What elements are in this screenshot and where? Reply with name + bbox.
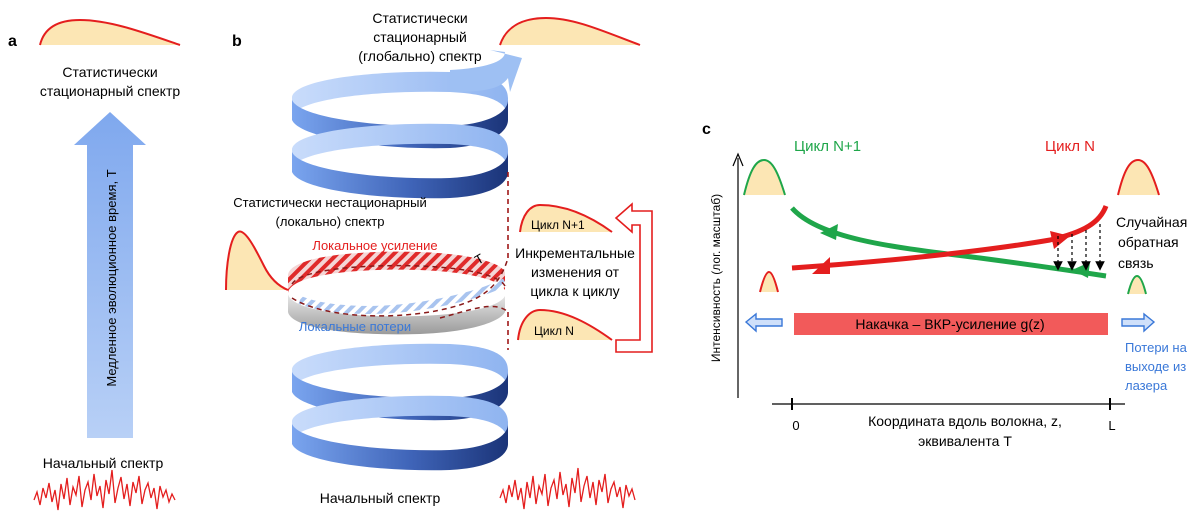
cycle-n1-label-c: Цикл N+1 <box>794 138 861 155</box>
slow-time-label: Медленное эволюционное время, T <box>104 169 119 386</box>
panel-c: c Интенсивность (лог. масштаб) 0 L Коорд… <box>702 121 1188 449</box>
global-spectrum-icon <box>500 18 640 45</box>
x-tick-L: L <box>1108 418 1115 433</box>
panel-c-letter: c <box>702 121 711 138</box>
cycle-n-label-b: Цикл N <box>534 324 574 338</box>
stationary-spectrum-label-1: Статистически <box>62 64 157 80</box>
stationary-spectrum-icon <box>40 20 180 45</box>
x-tick-0: 0 <box>792 418 799 433</box>
panel-b-letter: b <box>232 33 242 50</box>
x-axis-label-1: Координата вдоль волокна, z, <box>868 413 1062 429</box>
loss-label-1: Потери на <box>1125 340 1188 355</box>
initial-noise-spectrum-b <box>499 467 636 510</box>
incremental-label-2: изменения от <box>531 264 620 280</box>
local-spectrum-label-2: (локально) спектр <box>276 214 385 229</box>
panel-a-letter: a <box>8 33 17 50</box>
cycle-return-arrow <box>614 202 653 353</box>
red-power-curve <box>791 205 1109 271</box>
random-feedback-label-3: связь <box>1118 255 1154 271</box>
pump-label: Накачка – ВКР-усиление g(z) <box>855 316 1044 332</box>
loss-label-3: лазера <box>1125 378 1168 393</box>
cycle-n1-label-b: Цикл N+1 <box>531 218 585 232</box>
upper-helix-arrowhead <box>450 50 522 92</box>
upper-helix <box>292 50 522 199</box>
green-power-curve <box>790 206 1107 279</box>
lower-helix <box>292 343 508 471</box>
y-axis-label: Интенсивность (лог. масштаб) <box>709 194 723 362</box>
global-spectrum-label-1: Статистически <box>372 10 467 26</box>
global-spectrum-label-2: стационарный <box>373 29 467 45</box>
local-cycle-ring <box>288 251 509 335</box>
initial-spectrum-label-a: Начальный спектр <box>43 455 164 471</box>
random-feedback-arrows <box>1053 224 1105 271</box>
cycle-n1-spectrum-icon <box>520 205 612 232</box>
local-gain-label: Локальное усиление <box>312 238 437 253</box>
local-spectrum-icon <box>226 231 288 290</box>
incremental-label-1: Инкрементальные <box>515 245 635 261</box>
local-loss-label: Локальные потери <box>299 319 411 334</box>
initial-noise-spectrum-a <box>33 469 176 511</box>
stationary-spectrum-label-2: стационарный спектр <box>40 83 181 99</box>
red-spectrum-small <box>760 272 778 292</box>
random-feedback-label-2: обратная <box>1118 234 1179 250</box>
cycle-n-spectrum-icon <box>518 310 612 340</box>
pump-bar <box>794 313 1108 335</box>
panel-a: a Статистически стационарный спектр Медл… <box>8 18 181 511</box>
local-spectrum-label-1: Статистически нестационарный <box>233 195 426 210</box>
incremental-label-3: цикла к циклу <box>530 283 619 299</box>
right-loss-arrow <box>1121 312 1156 333</box>
x-axis-label-2: эквивалента T <box>918 433 1012 449</box>
cycle-n-label-c: Цикл N <box>1045 138 1095 155</box>
left-loss-arrow <box>744 312 783 333</box>
initial-spectrum-label-b: Начальный спектр <box>320 490 441 506</box>
loss-label-2: выходе из <box>1125 359 1186 374</box>
panel-b: b Статистически стационарный (глобально)… <box>225 10 653 510</box>
random-feedback-label-1: Случайная <box>1116 214 1187 230</box>
slow-time-arrow <box>74 112 146 438</box>
global-spectrum-label-3: (глобально) спектр <box>358 48 482 64</box>
